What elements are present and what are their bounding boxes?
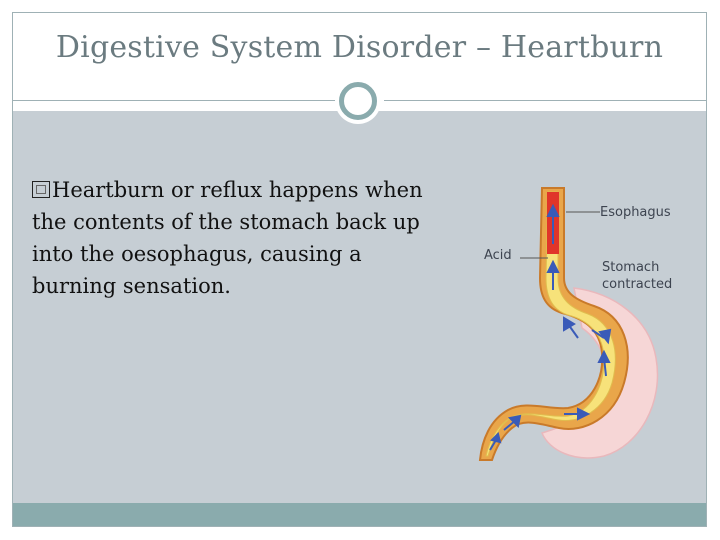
label-esophagus: Esophagus bbox=[600, 205, 671, 220]
slide-title: Digestive System Disorder – Heartburn bbox=[12, 30, 707, 65]
bullet-item: Heartburn or reflux happens when the con… bbox=[32, 174, 452, 302]
bullet-text: Heartburn or reflux happens when the con… bbox=[32, 178, 423, 298]
title-ornament-circle bbox=[339, 82, 377, 120]
stomach-diagram-svg bbox=[464, 178, 694, 468]
title-divider-right bbox=[384, 100, 707, 101]
title-divider-left bbox=[12, 100, 337, 101]
stomach-illustration: Esophagus Acid Stomach contracted bbox=[464, 178, 694, 468]
bullet-box-icon bbox=[32, 181, 50, 198]
label-contracted: contracted bbox=[602, 277, 672, 292]
footer-bar bbox=[13, 503, 706, 526]
label-acid: Acid bbox=[484, 248, 512, 263]
label-stomach: Stomach bbox=[602, 260, 659, 275]
